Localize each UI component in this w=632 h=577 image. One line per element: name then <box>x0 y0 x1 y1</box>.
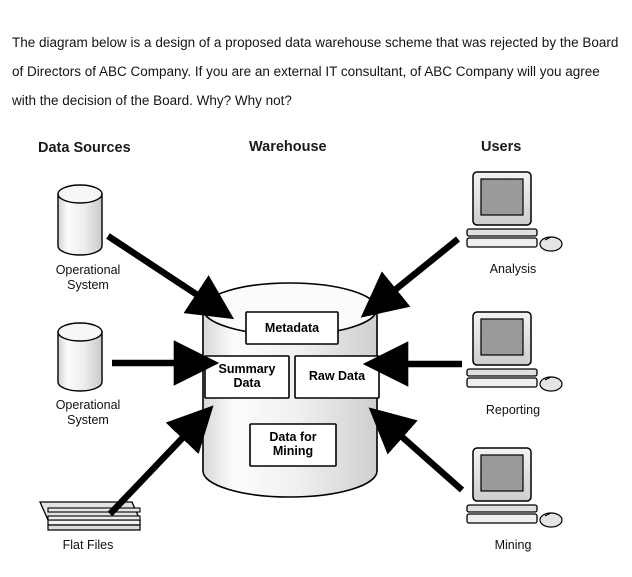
data-warehouse-diagram: Data Sources Warehouse Users <box>0 126 632 577</box>
user-label-reporting: Reporting <box>485 403 541 417</box>
source-cylinder-1 <box>57 184 103 256</box>
column-heading-warehouse: Warehouse <box>249 139 327 155</box>
user-label-mining: Mining <box>494 538 532 552</box>
summary-data-label: Summary Data <box>218 362 276 390</box>
question-text: The diagram below is a design of a propo… <box>12 35 619 108</box>
arrow-flatfiles-to-warehouse <box>107 405 214 517</box>
source-label-2: Operational System <box>55 398 121 427</box>
data-for-mining-label: Data for Mining <box>269 430 317 458</box>
source-cylinder-2 <box>57 322 103 392</box>
flat-files-stack <box>38 501 142 531</box>
arrow-warehouse-to-mining <box>368 407 465 493</box>
arrow-warehouse-to-analysis <box>360 236 461 318</box>
data-for-mining-box <box>249 423 337 467</box>
arrow-source1-to-warehouse <box>106 233 235 320</box>
metadata-box <box>245 311 339 345</box>
user-computer-1 <box>466 171 563 252</box>
metadata-label: Metadata <box>264 321 320 335</box>
source-label-1: Operational System <box>55 263 121 292</box>
user-computer-3 <box>466 447 563 528</box>
column-heading-users: Users <box>481 139 522 155</box>
user-computer-2 <box>466 311 563 392</box>
raw-data-label: Raw Data <box>308 369 366 383</box>
diagram-graphics <box>38 171 563 531</box>
warehouse-inner-boxes <box>204 311 380 467</box>
user-label-analysis: Analysis <box>489 262 537 276</box>
column-heading-data-sources: Data Sources <box>38 140 131 156</box>
source-label-3: Flat Files <box>62 538 114 552</box>
flow-arrows <box>106 233 465 517</box>
